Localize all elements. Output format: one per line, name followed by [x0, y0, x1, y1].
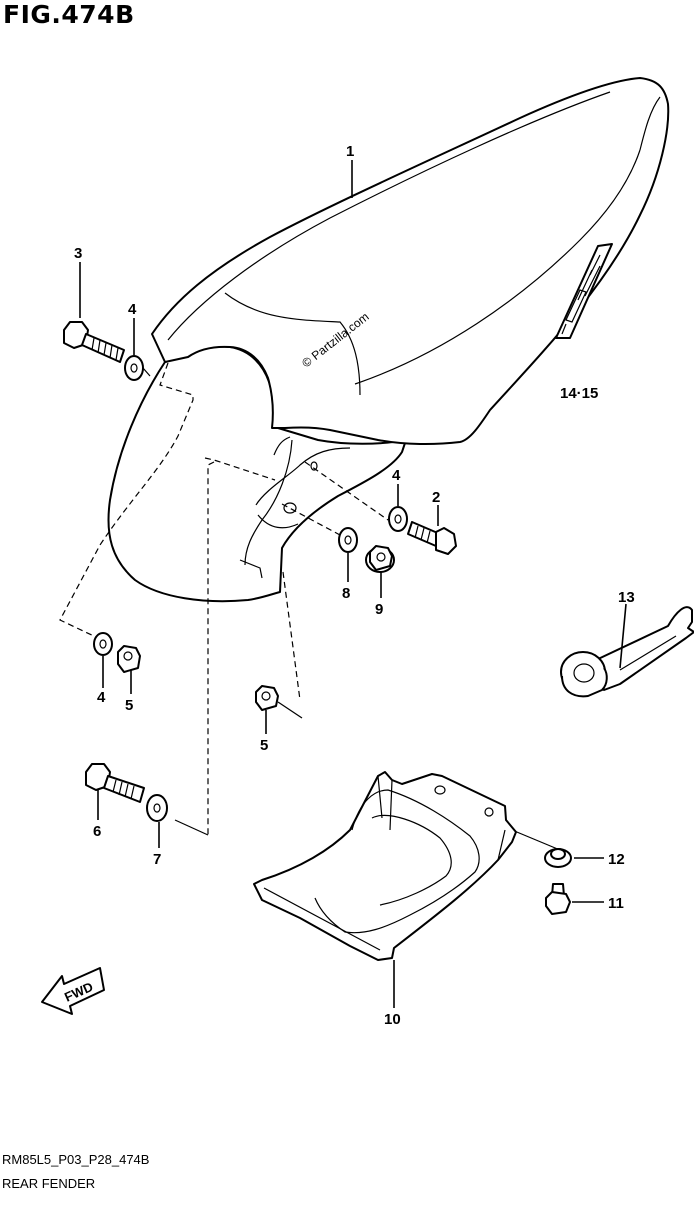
- callout-5-left: 5: [125, 697, 133, 714]
- figure-title: FIG.474B: [3, 0, 135, 29]
- bolt-part-3[interactable]: [63, 321, 125, 363]
- decal-part-14-15[interactable]: [555, 243, 613, 339]
- forward-direction-arrow: FWD: [41, 967, 105, 1015]
- washer-part-4-upper[interactable]: [124, 355, 144, 381]
- bolt-part-11[interactable]: [545, 883, 571, 915]
- callout-3: 3: [74, 245, 82, 262]
- figure-caption: REAR FENDER: [2, 1176, 96, 1191]
- wrench-part-13[interactable]: [560, 606, 694, 698]
- callout-12: 12: [608, 851, 625, 868]
- callout-14-15: 14·15: [560, 385, 598, 402]
- callout-7: 7: [153, 851, 161, 868]
- callout-8: 8: [342, 585, 350, 602]
- bolt-part-6[interactable]: [85, 763, 145, 803]
- rear-fender-part[interactable]: [107, 77, 670, 603]
- washer-part-4-right[interactable]: [388, 506, 408, 532]
- nut-part-5-center[interactable]: [255, 685, 279, 711]
- callout-4-upper: 4: [128, 301, 137, 318]
- washer-part-4-lower[interactable]: [93, 632, 113, 656]
- callout-2: 2: [432, 489, 440, 506]
- washer-part-8[interactable]: [338, 527, 358, 553]
- washer-part-7[interactable]: [146, 794, 168, 822]
- nut-part-12[interactable]: [544, 848, 572, 868]
- mud-guard-part-10[interactable]: [253, 771, 517, 961]
- callout-4-lower: 4: [97, 689, 106, 706]
- bolt-part-2[interactable]: [407, 521, 457, 555]
- callout-1: 1: [346, 143, 354, 160]
- nut-part-5-left[interactable]: [117, 645, 141, 673]
- callout-5-center: 5: [260, 737, 268, 754]
- flange-nut-part-9[interactable]: [365, 545, 395, 573]
- callout-4-right: 4: [392, 467, 401, 484]
- callout-10: 10: [384, 1011, 401, 1028]
- callout-9: 9: [375, 601, 383, 618]
- callout-11: 11: [608, 895, 624, 912]
- callout-6: 6: [93, 823, 101, 840]
- callout-13: 13: [618, 589, 635, 606]
- figure-code: RM85L5_P03_P28_474B: [2, 1152, 150, 1167]
